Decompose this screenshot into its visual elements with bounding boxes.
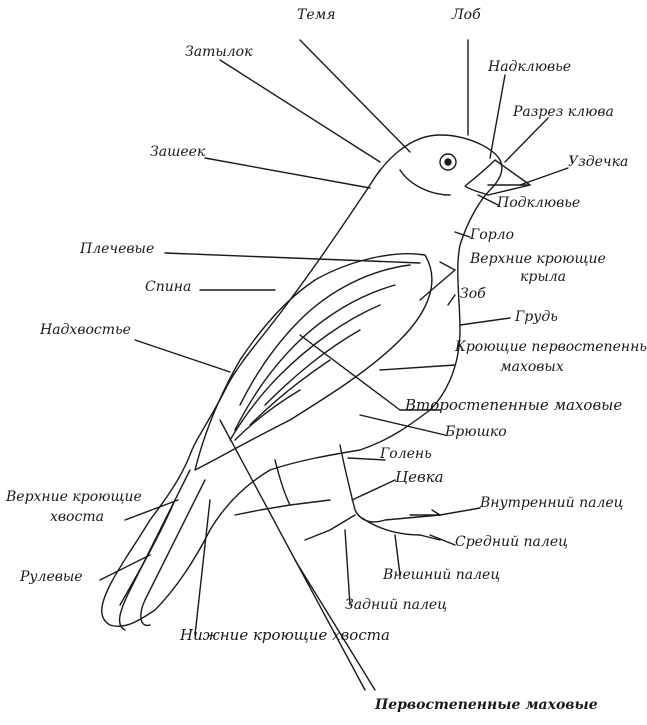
label-vtorostepennye-makhovye: Второстепенные маховые	[405, 398, 622, 414]
label-kroyushchie-pervostepennykh-1: Кроющие первостепенных	[455, 340, 647, 355]
label-podklyuve: Подклювье	[497, 196, 580, 211]
label-sredniy-palets: Средний палец	[455, 535, 568, 550]
label-razrez-klyuva: Разрез клюва	[513, 105, 614, 120]
label-tsevka: Цевка	[395, 470, 444, 486]
label-nizhnie-kroyushchie-khvosta: Нижние кроющие хвоста	[180, 628, 390, 644]
label-temya: Темя	[297, 8, 336, 23]
label-verkhnie-kroyushchie-khvosta-1: Верхние кроющие	[6, 490, 142, 505]
label-zadniy-palets: Задний палец	[345, 598, 447, 613]
label-spina: Спина	[145, 280, 191, 295]
label-kroyushchie-pervostepennykh-2: маховых	[500, 360, 564, 375]
label-rulevye: Рулевые	[20, 570, 83, 585]
label-grud: Грудь	[515, 310, 558, 325]
label-verkhnie-kroyushchie-khvosta-2: хвоста	[50, 510, 104, 525]
label-verkhnie-kroyushchie-kryla-2: крыла	[520, 270, 566, 285]
label-vneshniy-palets: Внешний палец	[383, 568, 500, 583]
label-nadkhvostie: Надхвостье	[40, 323, 131, 338]
label-golen: Голень	[380, 447, 432, 462]
label-zasheek: Зашеек	[150, 145, 205, 160]
label-zob: Зоб	[460, 287, 486, 302]
label-zatylok: Затылок	[185, 45, 252, 60]
label-lob: Лоб	[452, 8, 481, 23]
leg-far	[275, 460, 330, 505]
label-gorlo: Горло	[470, 228, 514, 243]
label-uzdechka: Уздечка	[568, 155, 628, 170]
label-nadklyuve: Надклювье	[488, 60, 571, 75]
label-plechevye: Плечевые	[80, 242, 154, 257]
label-vnutrenniy-palets: Внутренний палец	[480, 496, 623, 511]
label-bryushko: Брюшко	[445, 425, 507, 440]
beak	[465, 160, 530, 195]
label-verkhnie-kroyushchie-kryla-1: Верхние кроющие	[470, 252, 606, 267]
label-pervostepennye-makhovye: Первостепенные маховые	[375, 698, 598, 713]
